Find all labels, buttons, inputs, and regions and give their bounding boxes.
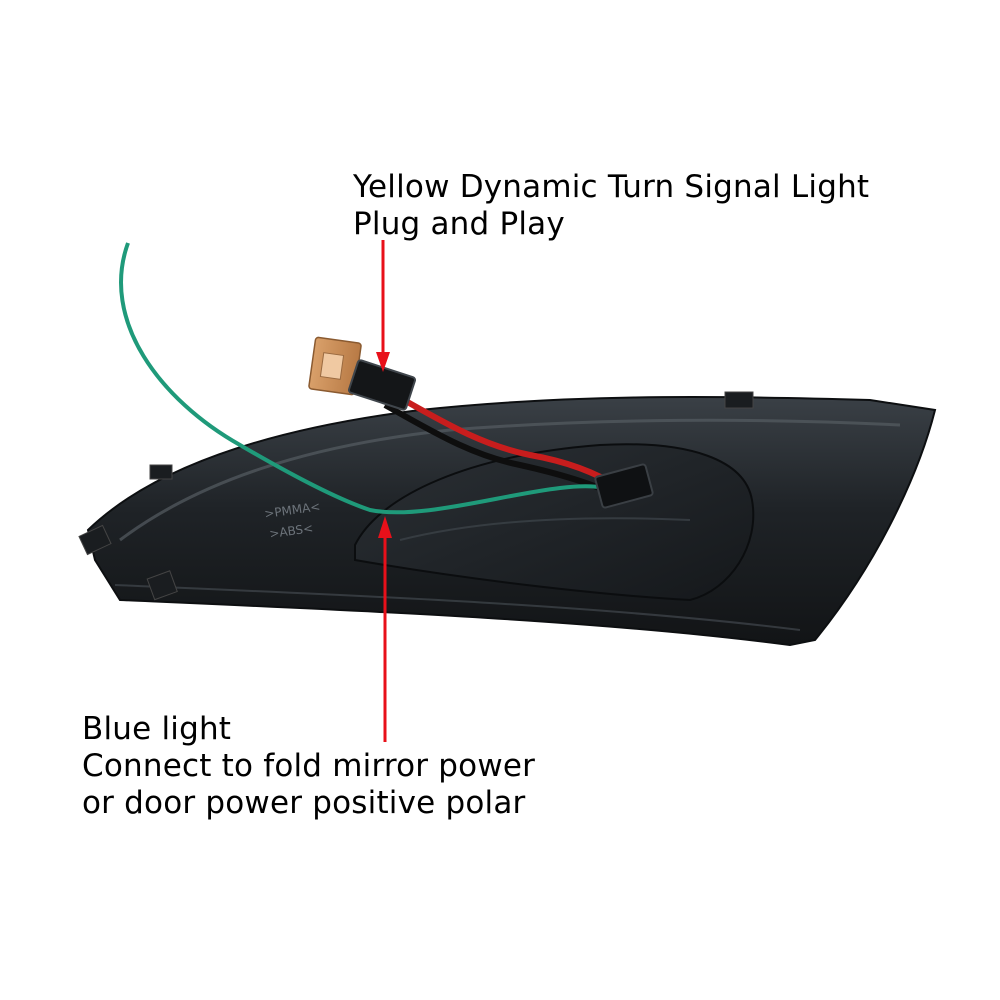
housing-lower-edge [114,584,801,631]
clip-left [149,464,173,480]
clip-bottom [146,570,178,601]
clip-right [724,391,754,409]
blue-light-line-1: Connect to fold mirror power [82,748,536,784]
inner-dome [354,443,755,602]
red-arrow-icon [378,516,392,742]
led-plug [347,359,417,411]
turn-signal-subtitle: Plug and Play [353,206,565,242]
red-arrow-icon [376,240,390,372]
green-wire [119,242,613,515]
red-wire [393,392,622,491]
led-chip [319,352,345,380]
blue-light-title: Blue light [82,711,232,747]
clip-tip [78,524,112,556]
marking-abs: >ABS< [268,521,313,541]
turn-signal-title: Yellow Dynamic Turn Signal Light [353,169,870,205]
wire-connector [594,463,654,509]
blue-light-callout: Blue light Connect to fold mirror power … [82,711,535,822]
turn-signal-callout: Yellow Dynamic Turn Signal Light Plug an… [353,169,869,243]
blue-light-line-2: or door power positive polar [82,785,526,821]
inner-dome-highlight [399,517,691,541]
